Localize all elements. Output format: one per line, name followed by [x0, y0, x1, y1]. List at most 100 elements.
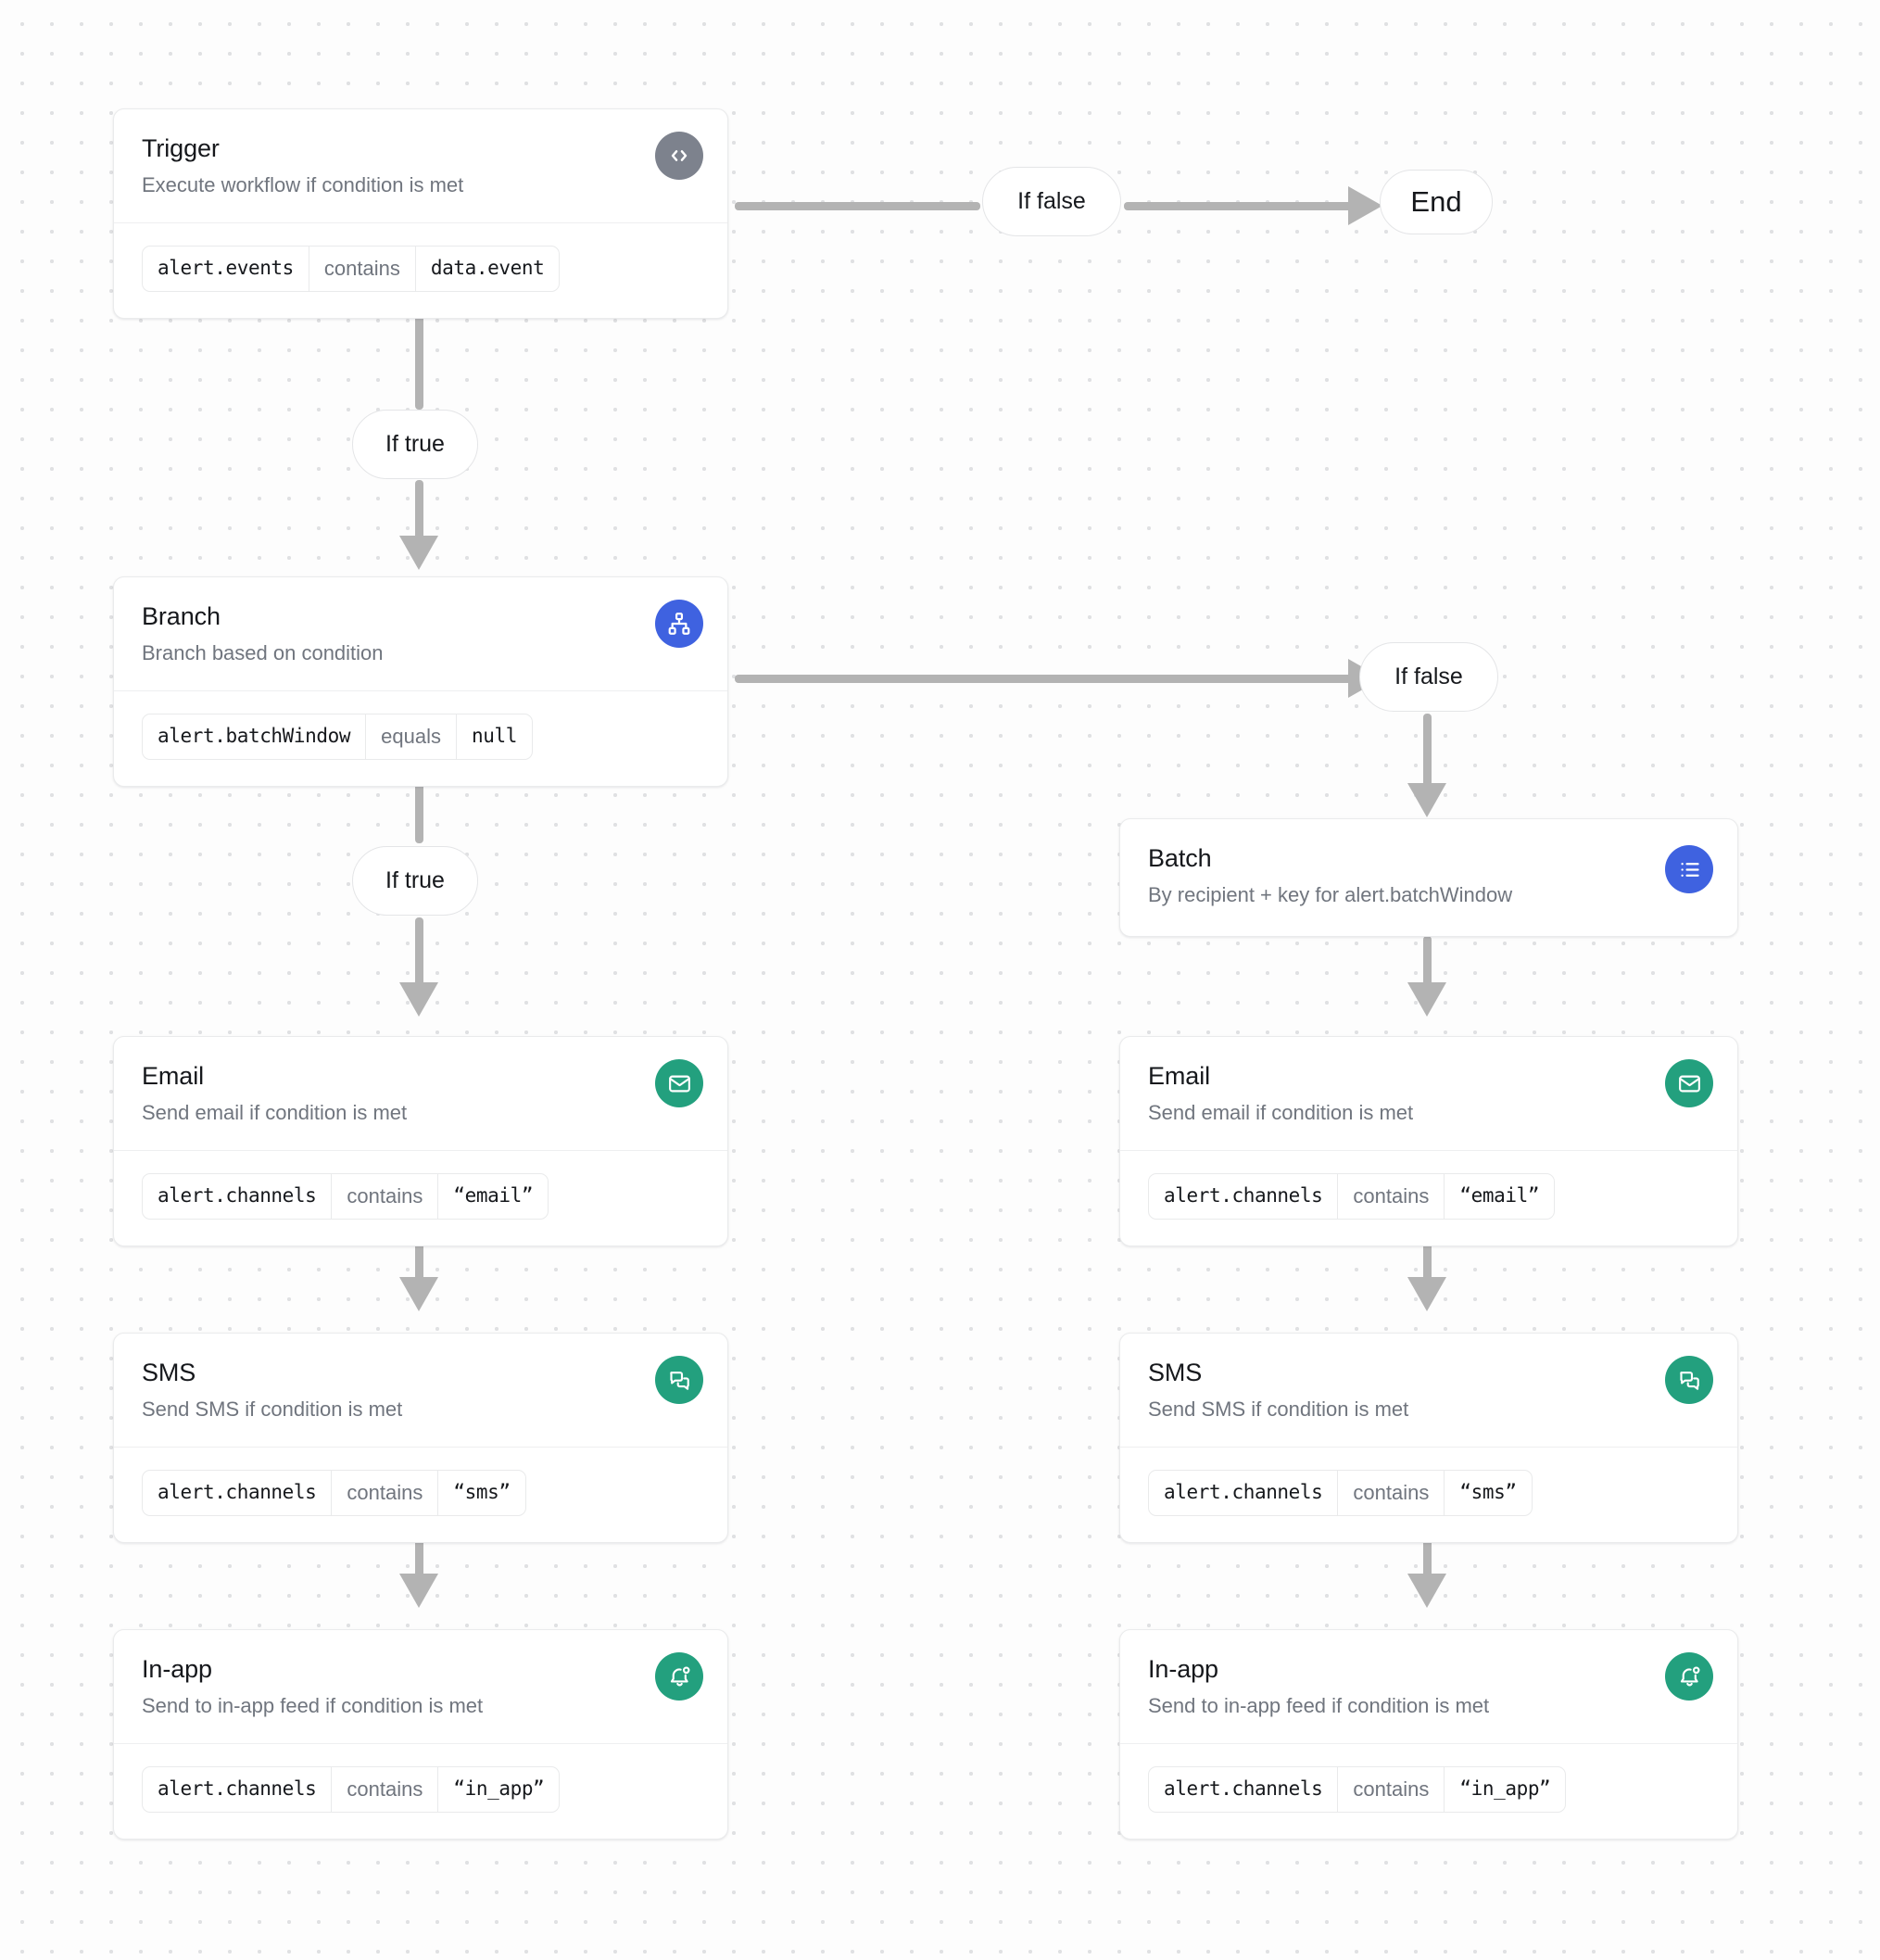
inapp-right-condition[interactable]: alert.channels contains “in_app” — [1148, 1765, 1567, 1814]
sms-left-header: SMS Send SMS if condition is met — [114, 1334, 727, 1447]
sms-right-condition[interactable]: alert.channels contains “sms” — [1148, 1469, 1533, 1517]
arrowhead-to-end — [1348, 186, 1382, 225]
batch-header: Batch By recipient + key for alert.batch… — [1120, 819, 1737, 936]
node-email-left[interactable]: Email Send email if condition is met ale… — [113, 1036, 728, 1247]
condition-field: alert.channels — [158, 1777, 317, 1801]
arrowhead-to-batch — [1407, 783, 1446, 817]
sms-right-title: SMS — [1148, 1359, 1203, 1386]
edge-label-branch-if-true[interactable]: If true — [352, 846, 478, 916]
condition-value: “in_app” — [453, 1777, 545, 1801]
connector-branch-to-iffalse — [735, 675, 1356, 683]
email-left-divider — [114, 1149, 727, 1151]
batch-subtitle: By recipient + key for alert.batchWindow — [1148, 883, 1513, 907]
condition-operator: contains — [308, 246, 416, 292]
branch-divider — [114, 689, 727, 691]
node-sms-left[interactable]: SMS Send SMS if condition is met alert.c… — [113, 1333, 728, 1544]
trigger-title: Trigger — [142, 134, 220, 162]
email-right-condition[interactable]: alert.channels contains “email” — [1148, 1172, 1556, 1220]
connector-batch-to-email-right — [1423, 936, 1432, 988]
inapp-left-condition[interactable]: alert.channels contains “in_app” — [142, 1765, 561, 1814]
node-inapp-left[interactable]: In-app Send to in-app feed if condition … — [113, 1629, 728, 1840]
condition-operator: equals — [365, 714, 457, 760]
email-right-subtitle: Send email if condition is met — [1148, 1101, 1414, 1125]
condition-operator: contains — [1337, 1173, 1445, 1220]
node-inapp-right[interactable]: In-app Send to in-app feed if condition … — [1119, 1629, 1738, 1840]
trigger-condition[interactable]: alert.events contains data.event — [142, 245, 561, 293]
condition-field: alert.batchWindow — [158, 725, 351, 748]
node-sms-right[interactable]: SMS Send SMS if condition is met alert.c… — [1119, 1333, 1738, 1544]
edge-label-trigger-if-true[interactable]: If true — [352, 410, 478, 479]
sms-left-condition[interactable]: alert.channels contains “sms” — [142, 1469, 526, 1517]
trigger-body: alert.events contains data.event — [114, 223, 727, 318]
chat-bubbles-icon — [1665, 1356, 1713, 1404]
inapp-left-divider — [114, 1742, 727, 1744]
inapp-left-body: alert.channels contains “in_app” — [114, 1744, 727, 1839]
email-right-title: Email — [1148, 1062, 1211, 1090]
condition-value: null — [471, 725, 517, 748]
email-right-header: Email Send email if condition is met — [1120, 1037, 1737, 1150]
email-left-condition[interactable]: alert.channels contains “email” — [142, 1172, 549, 1220]
connector-email-to-sms-left — [415, 1237, 423, 1289]
condition-field: alert.channels — [1164, 1777, 1323, 1801]
node-batch[interactable]: Batch By recipient + key for alert.batch… — [1119, 818, 1738, 937]
trigger-header: Trigger Execute workflow if condition is… — [114, 109, 727, 222]
sms-left-body: alert.channels contains “sms” — [114, 1448, 727, 1542]
node-trigger[interactable]: Trigger Execute workflow if condition is… — [113, 108, 728, 320]
email-left-body: alert.channels contains “email” — [114, 1151, 727, 1246]
sms-right-subtitle: Send SMS if condition is met — [1148, 1397, 1409, 1422]
batch-title: Batch — [1148, 844, 1212, 872]
envelope-icon — [655, 1059, 703, 1107]
edge-label-text: If true — [385, 867, 445, 893]
connector-sms-to-inapp-left — [415, 1534, 423, 1586]
condition-field: alert.channels — [158, 1184, 317, 1208]
condition-operator: contains — [331, 1766, 439, 1813]
sms-right-body: alert.channels contains “sms” — [1120, 1448, 1737, 1542]
condition-value: “sms” — [453, 1481, 511, 1504]
chat-bubbles-icon — [655, 1356, 703, 1404]
node-branch[interactable]: Branch Branch based on condition alert.b… — [113, 576, 728, 788]
list-icon — [1665, 845, 1713, 893]
condition-operator: contains — [1337, 1470, 1445, 1516]
email-left-header: Email Send email if condition is met — [114, 1037, 727, 1150]
sms-left-divider — [114, 1446, 727, 1448]
condition-field: alert.channels — [1164, 1481, 1323, 1504]
arrowhead-to-inapp-right — [1407, 1574, 1446, 1608]
condition-value: “sms” — [1459, 1481, 1517, 1504]
edge-label-trigger-if-false[interactable]: If false — [982, 167, 1121, 236]
hierarchy-icon — [655, 600, 703, 648]
email-right-body: alert.channels contains “email” — [1120, 1151, 1737, 1246]
inapp-left-title: In-app — [142, 1655, 212, 1683]
condition-value: data.event — [430, 257, 545, 280]
condition-operator: contains — [331, 1470, 439, 1516]
sms-left-title: SMS — [142, 1359, 196, 1386]
connector-iffalse-to-end — [1124, 202, 1356, 210]
node-email-right[interactable]: Email Send email if condition is met ale… — [1119, 1036, 1738, 1247]
connector-iftrue2-to-email — [415, 917, 423, 988]
edge-label-text: If false — [1394, 664, 1463, 689]
inapp-right-body: alert.channels contains “in_app” — [1120, 1744, 1737, 1839]
email-right-divider — [1120, 1149, 1737, 1151]
node-end[interactable]: End — [1380, 170, 1493, 234]
code-icon — [655, 132, 703, 180]
condition-field: alert.channels — [1164, 1184, 1323, 1208]
arrowhead-to-inapp-left — [399, 1574, 438, 1608]
inapp-left-subtitle: Send to in-app feed if condition is met — [142, 1694, 484, 1718]
connector-email-to-sms-right — [1423, 1237, 1432, 1289]
condition-value: “email” — [1459, 1184, 1540, 1208]
branch-title: Branch — [142, 602, 221, 630]
sms-right-header: SMS Send SMS if condition is met — [1120, 1334, 1737, 1447]
condition-operator: contains — [331, 1173, 439, 1220]
bell-icon — [655, 1652, 703, 1701]
condition-field: alert.channels — [158, 1481, 317, 1504]
arrowhead-to-branch — [399, 536, 438, 570]
condition-value: “email” — [453, 1184, 534, 1208]
condition-value: “in_app” — [1459, 1777, 1551, 1801]
trigger-subtitle: Execute workflow if condition is met — [142, 173, 464, 197]
edge-label-branch-if-false[interactable]: If false — [1359, 642, 1498, 712]
edge-label-text: If true — [385, 431, 445, 457]
connector-iffalse-to-batch — [1423, 714, 1432, 806]
inapp-right-header: In-app Send to in-app feed if condition … — [1120, 1630, 1737, 1743]
connector-trigger-to-iftrue — [415, 313, 423, 410]
branch-condition[interactable]: alert.batchWindow equals null — [142, 713, 533, 761]
